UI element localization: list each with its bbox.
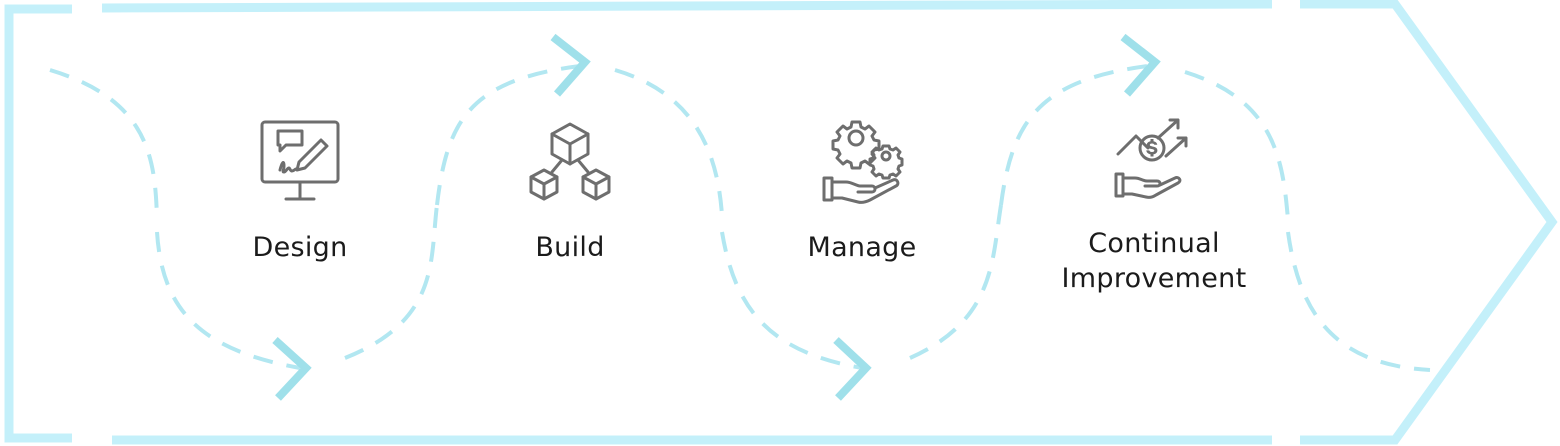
flow-path-8 <box>999 64 1149 206</box>
frame-left-segment <box>4 4 72 443</box>
cubes-icon <box>529 122 611 201</box>
arrow-head-4 <box>1120 33 1161 97</box>
small-gear-icon <box>868 144 904 180</box>
arrow-head-3 <box>833 337 872 401</box>
arrow-head-2 <box>550 33 591 97</box>
step-manage: Manage <box>732 112 992 265</box>
step-continual-improvement: Continual Improvement <box>1024 112 1284 296</box>
step-design: Design <box>170 112 430 265</box>
flow-path-6 <box>720 231 863 370</box>
flow-path-1 <box>49 68 159 219</box>
arrow-head-1 <box>272 337 312 401</box>
large-gear-icon <box>831 120 881 170</box>
monitor-signature-icon <box>260 120 340 201</box>
money-growth-hand-icon <box>1114 118 1188 199</box>
frame-top-segment <box>101 0 1273 13</box>
step-label: Design <box>252 232 348 263</box>
step-label: Build <box>535 232 605 263</box>
step-label: Continual Improvement <box>1061 228 1247 294</box>
gears-hand-icon <box>822 120 904 204</box>
flow-path-10 <box>1286 231 1431 372</box>
step-label: Manage <box>807 232 917 263</box>
frame-chevron-tip <box>1300 0 1558 445</box>
flow-path-5 <box>614 68 724 216</box>
flow-path-2 <box>155 231 301 370</box>
flow-path-3 <box>344 204 439 360</box>
flow-path-9 <box>1184 70 1290 221</box>
flow-path-7 <box>909 204 1003 360</box>
flow-path-4 <box>435 64 581 206</box>
step-build: Build <box>440 112 700 265</box>
